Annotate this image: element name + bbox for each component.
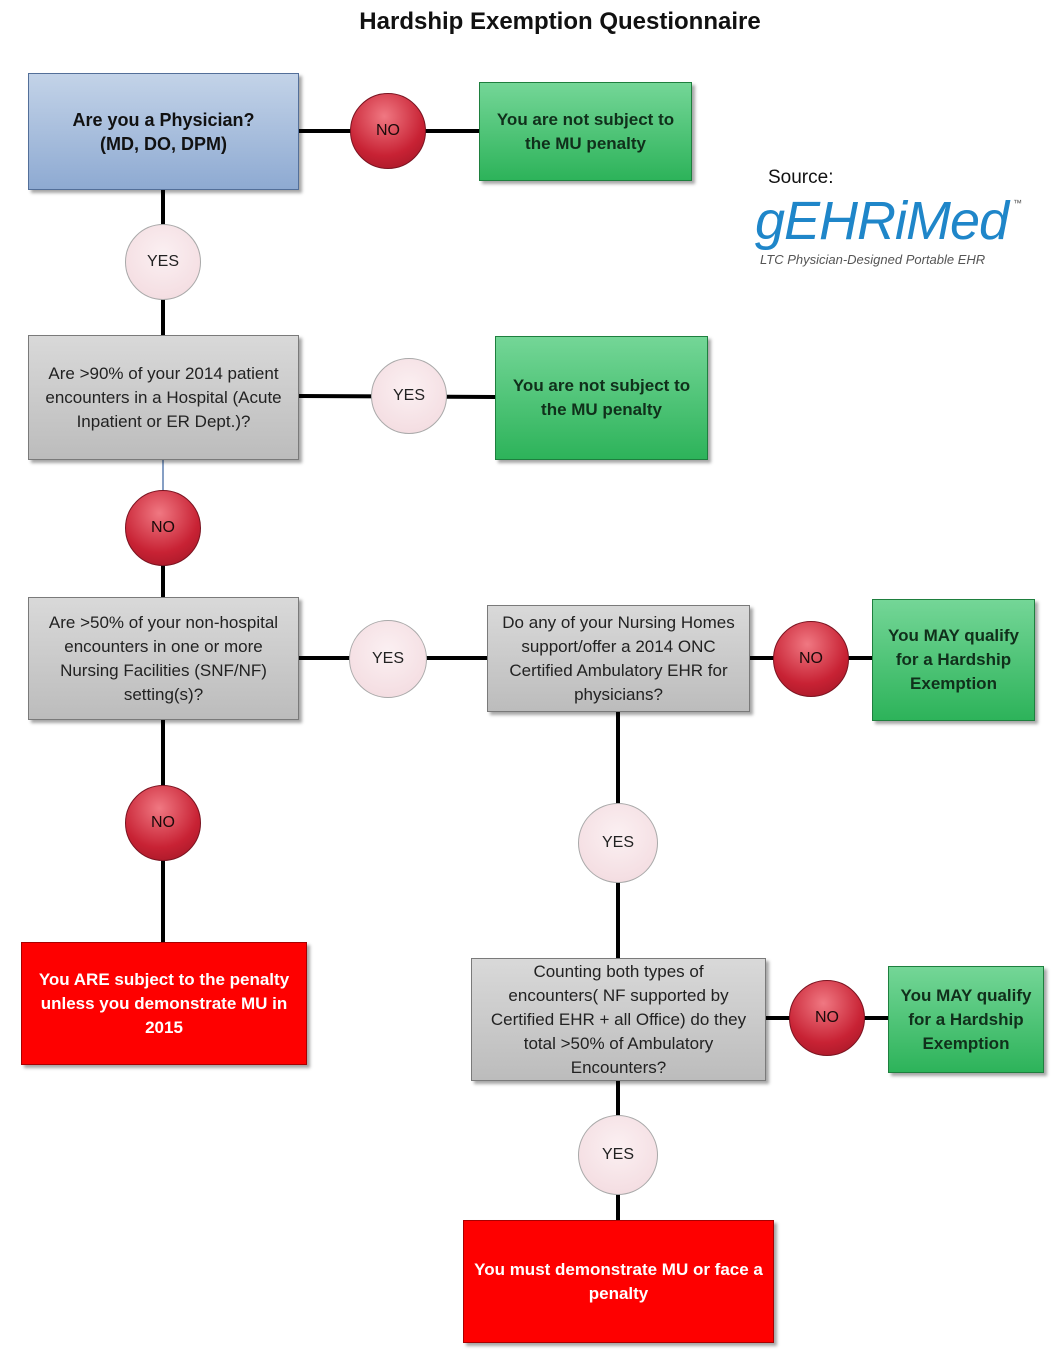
outcome-line: unless you demonstrate MU in: [40, 993, 288, 1013]
question-physician: Are you a Physician? (MD, DO, DPM): [28, 73, 299, 190]
edge-q2-no: NO: [125, 490, 201, 566]
gehrimed-logo: gEHRiMed ™ LTC Physician-Designed Portab…: [755, 190, 1035, 270]
question-line: Certified EHR + all Office) do they: [490, 1009, 747, 1029]
outcome-line: Exemption: [910, 674, 997, 693]
question-nursing-facilities: Are >50% of your non-hospital encounters…: [28, 597, 299, 720]
question-line: Nursing Facilities (SNF/NF): [60, 660, 267, 680]
question-line: Counting both types of: [533, 961, 704, 981]
outcome-line: You ARE subject to the penalty: [38, 969, 290, 989]
question-line: support/offer a 2014 ONC: [521, 636, 716, 656]
outcome-line: You MAY qualify: [888, 626, 1019, 645]
outcome-subject-to-penalty: You ARE subject to the penalty unless yo…: [21, 942, 307, 1065]
question-line: (MD, DO, DPM): [100, 133, 227, 154]
question-line: physicians?: [574, 684, 663, 704]
question-line: Are >50% of your non-hospital: [48, 612, 279, 632]
outcome-line: the MU penalty: [525, 133, 646, 153]
edge-q4-no: NO: [773, 621, 849, 697]
edge-q5-yes: YES: [578, 1115, 658, 1195]
outcome-line: for a Hardship: [895, 650, 1012, 669]
question-line: Do any of your Nursing Homes: [502, 612, 735, 632]
edge-q1-no: NO: [350, 93, 426, 169]
question-line: Certified Ambulatory EHR for: [509, 660, 728, 680]
logo-tagline: LTC Physician-Designed Portable EHR: [760, 252, 986, 267]
question-line: Inpatient or ER Dept.)?: [76, 411, 251, 431]
logo-trademark: ™: [1013, 198, 1022, 208]
outcome-line: You are not subject to: [496, 109, 675, 129]
question-line: setting(s)?: [123, 684, 204, 704]
outcome-line: for a Hardship: [908, 1009, 1024, 1029]
question-line: Encounters?: [570, 1057, 667, 1077]
outcome-line: the MU penalty: [541, 400, 662, 419]
question-hospital-encounters: Are >90% of your 2014 patient encounters…: [28, 335, 299, 460]
outcome-line: penalty: [588, 1283, 649, 1303]
outcome-may-qualify-1: You MAY qualify for a Hardship Exemption: [872, 599, 1035, 721]
edge-q3-no: NO: [125, 785, 201, 861]
outcome-line: You are not subject to: [512, 376, 691, 395]
outcome-line: You must demonstrate MU or face a: [474, 1259, 763, 1279]
source-label: Source:: [768, 167, 834, 188]
outcome-not-subject-1: You are not subject to the MU penalty: [479, 82, 692, 181]
outcome-line: 2015: [145, 1017, 183, 1037]
question-line: Are >90% of your 2014 patient: [48, 363, 279, 383]
question-line: total >50% of Ambulatory: [523, 1033, 714, 1053]
outcome-demonstrate-mu: You must demonstrate MU or face a penalt…: [463, 1220, 774, 1343]
edge-q4-yes: YES: [578, 803, 658, 883]
question-nursing-home-ehr: Do any of your Nursing Homes support/off…: [487, 605, 750, 712]
edge-q2-yes: YES: [371, 358, 447, 434]
question-line: Are you a Physician?: [72, 109, 255, 130]
edge-q1-yes: YES: [125, 224, 201, 300]
question-line: encounters in one or more: [64, 636, 263, 656]
question-line: encounters in a Hospital (Acute: [45, 387, 282, 407]
outcome-line: You MAY qualify: [900, 985, 1032, 1005]
outcome-line: Exemption: [922, 1033, 1010, 1053]
edge-q5-no: NO: [789, 980, 865, 1056]
outcome-not-subject-2: You are not subject to the MU penalty: [495, 336, 708, 460]
edge-q3-yes: YES: [349, 620, 427, 698]
question-line: encounters( NF supported by: [508, 985, 729, 1005]
question-ambulatory-total: Counting both types of encounters( NF su…: [471, 958, 766, 1081]
page-title: Hardship Exemption Questionnaire: [359, 8, 761, 35]
logo-wordmark: gEHRiMed: [755, 191, 1009, 251]
outcome-may-qualify-2: You MAY qualify for a Hardship Exemption: [888, 966, 1044, 1073]
